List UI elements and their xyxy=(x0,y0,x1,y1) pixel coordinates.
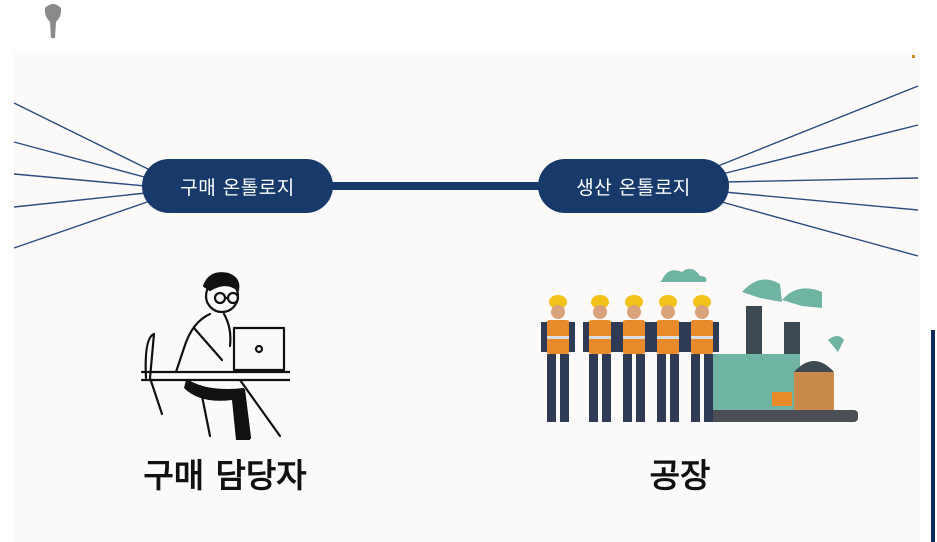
factory-workers-illustration xyxy=(541,268,858,422)
production-ontology-node: 생산 온톨로지 xyxy=(538,159,729,213)
factory-caption: 공장 xyxy=(649,456,711,495)
buyer-caption: 구매 담당자 xyxy=(143,456,307,495)
purchasing-ontology-node: 구매 온톨로지 xyxy=(142,159,333,213)
production-ontology-label: 생산 온톨로지 xyxy=(576,176,691,199)
corner-dot xyxy=(912,55,915,58)
buyer-at-laptop-illustration xyxy=(140,272,290,440)
edge-accent-bar xyxy=(931,330,935,542)
logo-icon xyxy=(44,4,62,38)
purchasing-ontology-label: 구매 온톨로지 xyxy=(180,176,295,199)
